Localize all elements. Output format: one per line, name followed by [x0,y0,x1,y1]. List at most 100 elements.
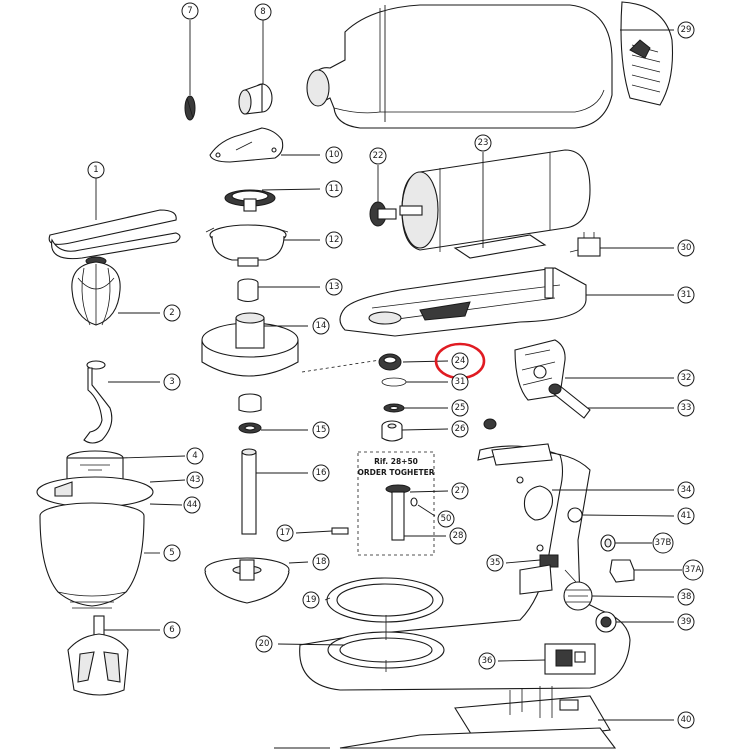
head-cover-part [306,4,613,129]
callout-label: 17 [280,528,291,538]
callout-label: 22 [373,151,384,161]
part-37a-plug [609,559,635,583]
rear-vent-cover-part [620,1,673,106]
callout-label: 43 [190,475,201,485]
callout-12: 12 [325,231,343,249]
callout-28: 28 [449,527,467,545]
callout-label: 37B [655,538,672,548]
part-41-ball [567,507,583,523]
callout-30: 30 [677,239,695,257]
callout-31-seal: 31 [451,373,469,391]
part-4-bowl-top-ring [66,450,124,481]
callout-23: 23 [474,134,492,152]
part-26-bearing [381,420,403,442]
callout-17: 17 [276,524,294,542]
callout-37b: 37B [652,532,674,554]
callout-label: 20 [259,639,270,649]
parts-28-50-order-box [357,451,435,556]
callout-24: 24 [451,352,469,370]
callout-44: 44 [183,496,201,514]
callout-2: 2 [163,304,181,322]
callout-8: 8 [254,3,272,21]
callout-label: 6 [169,625,174,635]
callout-label: 31 [681,290,692,300]
callout-label: 35 [490,558,501,568]
callout-label: 26 [455,424,466,434]
base-plate-part [339,727,617,749]
callout-label: 3 [169,377,174,387]
callout-18: 18 [312,553,330,571]
callout-label: 18 [316,557,327,567]
callout-label: 13 [329,282,340,292]
part-25-washer [383,403,405,413]
callout-label: 5 [169,548,174,558]
callout-label: 7 [187,6,192,16]
callout-label: 37A [685,565,702,575]
callout-1: 1 [87,161,105,179]
part-35-bracket [519,544,559,595]
callout-label: 32 [681,373,692,383]
callout-label: 15 [316,425,327,435]
callout-13: 13 [325,278,343,296]
callout-label: 50 [441,514,452,524]
callout-5: 5 [163,544,181,562]
part-50-pin [410,497,418,507]
callout-31: 31 [677,286,695,304]
part-7-small-spring [184,95,196,121]
part-36-rocker-switch [544,643,596,675]
part-37b-nut [600,534,616,552]
callout-label: 38 [681,592,692,602]
callout-label: 36 [482,656,493,666]
callout-43: 43 [186,471,204,489]
callout-6: 6 [163,621,181,639]
callout-label: 34 [681,485,692,495]
callout-label: 39 [681,617,692,627]
callout-label: 44 [187,500,198,510]
stand-body-part [299,418,631,691]
callout-10: 10 [325,146,343,164]
callout-16: 16 [312,464,330,482]
part-14-gear-disc [201,312,299,377]
leader-lines [95,5,682,749]
callout-19: 19 [302,591,320,609]
part-18-planetary-base [204,557,290,604]
part-6-flat-beater [67,615,129,696]
part-16-shaft [241,448,257,535]
callout-32: 32 [677,369,695,387]
callout-label: 8 [260,7,265,17]
callout-label: 41 [681,511,692,521]
order-note-line-1: Rif. 28+50 [374,457,418,466]
part-2-wire-whip [71,256,121,326]
callout-38: 38 [677,588,695,606]
part-20-base-ring [327,615,445,672]
callout-label: 12 [329,235,340,245]
callout-35: 35 [486,554,504,572]
callout-26: 26 [451,420,469,438]
callout-label: 16 [316,468,327,478]
part-34-lock-knob [516,476,554,521]
callout-11: 11 [325,180,343,198]
part-31-seal-ring [381,377,407,387]
part-39-knob [595,611,617,633]
callout-15: 15 [312,421,330,439]
callout-3: 3 [163,373,181,391]
callout-37a: 37A [682,559,704,581]
callout-label: 33 [681,403,692,413]
callout-7: 7 [181,2,199,20]
part-27-worm-gear [385,484,411,541]
part-17-pin [331,527,349,535]
part-30-microswitch [569,232,601,257]
part-10-top-plate [209,127,284,163]
callout-29: 29 [677,21,695,39]
part-5-mixing-bowl [39,502,145,609]
part-3-dough-hook [83,360,113,444]
part-19-bowl-ring [326,577,444,623]
callout-label: 1 [93,165,98,175]
callout-label: 30 [681,243,692,253]
callout-label: 10 [329,150,340,160]
part-11-planetary-gear [224,189,276,212]
part-31-gear-case [339,267,587,337]
callout-41: 41 [677,507,695,525]
callout-label: 2 [169,308,174,318]
callout-label: 23 [478,138,489,148]
